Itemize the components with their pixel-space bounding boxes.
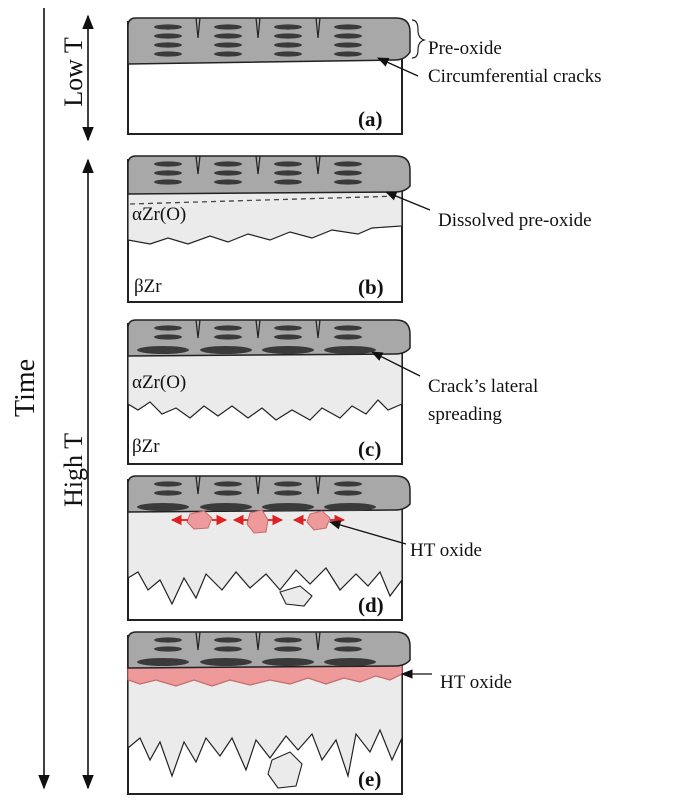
time-axis: Time [10,8,50,790]
panel-d: HT oxide (d) [127,475,482,621]
spread-cracks [137,325,376,354]
phase-alpha-label: αZr(O) [132,372,186,393]
low-t-label: Low T [59,37,88,107]
circumferential-cracks [154,24,362,57]
radial-cracks [195,631,321,651]
panel-b: αZr(O) βZr Dissolved pre-oxide (b) [127,155,592,303]
alpha-zr-layer [127,189,403,245]
panel-tag-c: (c) [358,437,381,461]
circumferential-cracks [154,161,362,185]
isolated-grain [279,585,313,607]
phase-alpha-label: αZr(O) [132,204,186,225]
ht-oxide-nuclei [186,509,331,534]
annotation-crack-lateral: Crack’s lateral [428,376,538,397]
time-axis-label: Time [10,359,41,417]
radial-cracks [195,17,321,39]
panel-a: Pre-oxide Circumferential cracks (a) [127,17,602,135]
annotation-pre-oxide: Pre-oxide [428,38,502,59]
panel-e: HT oxide (e) [127,631,512,795]
panel-c: αZr(O) βZr Crack’s lateral spreading (c) [127,319,538,465]
phase-beta-label: βZr [132,436,160,457]
panel-tag-d: (d) [358,593,384,617]
alpha-zr-layer [127,349,403,421]
annotation-ht-oxide: HT oxide [410,540,482,561]
radial-cracks [195,475,321,495]
radial-cracks [195,155,321,175]
annotation-spreading: spreading [428,404,502,425]
spread-cracks [137,481,376,511]
dissolved-boundary [129,195,401,205]
annotation-ht-oxide: HT oxide [440,672,512,693]
dissolved-pointer-arrow [384,191,431,211]
annotation-dissolved-pre-oxide: Dissolved pre-oxide [438,210,592,231]
panel-tag-a: (a) [358,107,383,131]
pre-oxide-brace [411,19,426,59]
high-t-axis: High T [59,158,94,790]
panel-tag-e: (e) [358,767,381,791]
crack-pointer-arrow [376,57,419,77]
high-t-label: High T [59,433,88,507]
annotation-circumferential-cracks: Circumferential cracks [428,66,602,87]
radial-cracks [195,319,321,339]
ht-oxide-pointer-arrow [328,520,407,545]
alpha-zr-layer [127,505,403,606]
phase-beta-label: βZr [134,276,162,297]
spread-cracks [137,637,376,666]
isolated-grain [267,751,303,789]
spreading-pointer-arrow [370,351,421,377]
alpha-zr-layer [127,671,403,779]
panel-tag-b: (b) [358,275,384,299]
low-t-axis: Low T [59,14,94,142]
